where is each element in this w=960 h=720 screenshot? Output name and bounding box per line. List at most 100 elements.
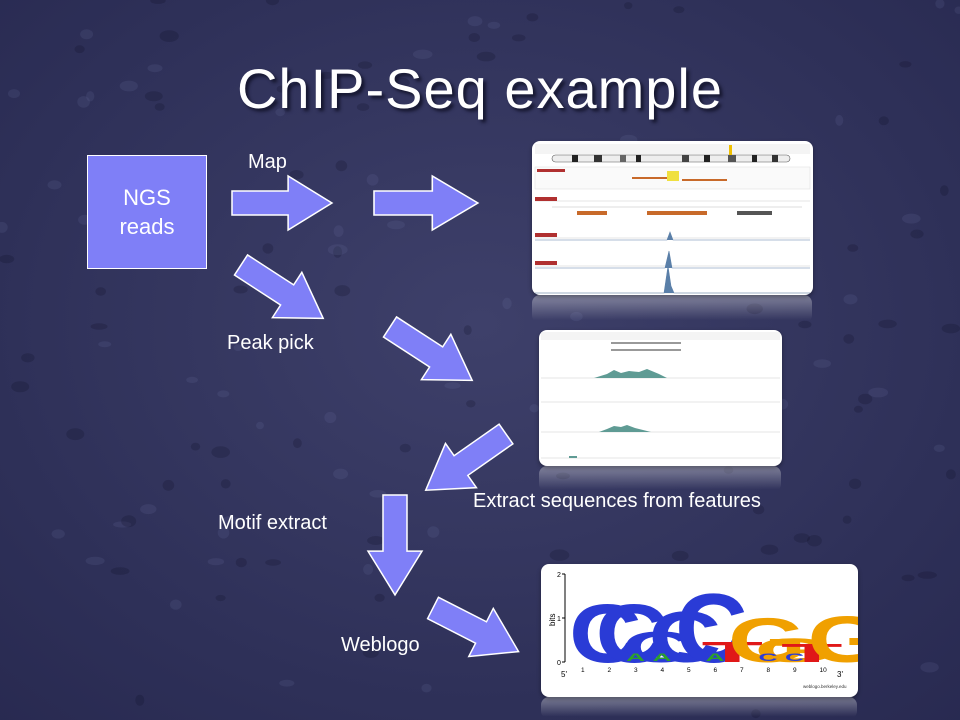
texture-dot [110,567,130,575]
texture-dot [899,61,912,68]
texture-dot [878,116,889,126]
texture-dot [222,516,239,525]
texture-dot [476,51,496,62]
logo-position-label: 1 [581,667,585,674]
texture-dot [51,529,65,539]
texture-dot [502,297,512,310]
weblogo-arrow [419,583,532,677]
logo-small-letter: A [626,652,646,664]
extract-sequences-label: Extract sequences from features [473,490,761,512]
texture-dot [220,479,231,489]
texture-dot [858,393,873,405]
texture-dot [746,303,763,315]
texture-dot [140,504,157,515]
peak-pick-label: Peak pick [227,332,314,354]
weblogo-reflection [541,697,857,719]
texture-dot [66,428,85,441]
texture-dot [265,559,281,566]
texture-dot [235,557,247,568]
texture-dot [0,221,8,233]
logo-letter: T [702,636,764,668]
logo-position-label: 2 [608,667,612,674]
texture-dot [427,526,440,538]
texture-dot [793,533,810,543]
texture-dot [233,344,243,352]
texture-dot [8,89,20,99]
peak-pick-arrow-1 [225,241,339,342]
texture-dot [0,254,15,264]
texture-dot [760,544,779,555]
texture-dot [671,550,689,562]
texture-dot [262,243,274,254]
logo-small-letter: C [785,652,805,664]
texture-dot [356,103,370,111]
texture-dot [318,71,335,79]
texture-dot [468,33,480,42]
texture-dot [570,311,583,322]
texture-dot [159,30,179,42]
y-tick-2: 2 [557,572,561,579]
logo-position-label: 8 [767,667,771,674]
texture-dot [21,353,35,363]
texture-dot [556,472,570,480]
ngs-box-line1: NGS [123,185,171,210]
texture-dot [150,0,166,4]
texture-dot [77,96,90,108]
texture-dot [849,478,862,489]
logo-position-label: 3 [634,667,638,674]
texture-dot [74,45,85,54]
logo-letter: C [622,624,695,672]
extract-arrow [409,411,523,514]
texture-dot [920,662,939,673]
texture-dot [902,213,921,224]
texture-dot [279,679,295,687]
texture-dot [581,81,593,91]
texture-dot [113,521,132,528]
texture-dot [276,85,286,93]
peak-tracks-reflection [539,466,781,492]
logo-small-letter: A [653,652,673,664]
texture-dot [265,0,280,6]
map-arrow-2 [373,175,479,231]
texture-dot [170,599,182,610]
texture-dot [86,91,95,102]
texture-dot [813,359,831,368]
texture-dot [412,49,433,59]
texture-dot [333,246,343,258]
texture-dot [399,443,411,453]
texture-dot [946,469,956,480]
texture-dot [154,103,165,111]
logo-letter: G [755,631,833,670]
texture-dot [366,174,379,186]
slide-title: ChIP-Seq example [236,57,723,120]
texture-dot [868,387,889,398]
logo-small-letter: A [706,652,726,664]
texture-dot [467,16,483,27]
texture-dot [47,180,62,190]
texture-dot [207,558,225,566]
weblogo-credit: weblogo.berkeley.edu [803,684,847,689]
texture-dot [275,108,286,117]
logo-small-letter: C [759,652,779,664]
texture-dot [217,390,230,398]
texture-dot [121,515,137,528]
texture-dot [798,320,812,329]
texture-dot [335,160,348,172]
texture-dot [333,468,349,480]
logo-position-label: 6 [714,667,718,674]
y-tick-0: 0 [557,660,561,667]
texture-dot [135,694,145,706]
texture-dot [186,376,199,383]
texture-dot [511,34,526,42]
texture-dot [147,64,163,73]
texture-dot [933,444,945,452]
texture-dot [95,287,106,296]
texture-dot [940,185,949,197]
sequence-logo: bits 2 1 0 5' 3' weblogo.berkeley.edu CC… [548,572,858,689]
texture-dot [878,319,897,329]
texture-dot [327,244,348,256]
logo-letter: C [649,597,722,678]
texture-dot [362,646,379,658]
texture-dot [90,323,108,330]
